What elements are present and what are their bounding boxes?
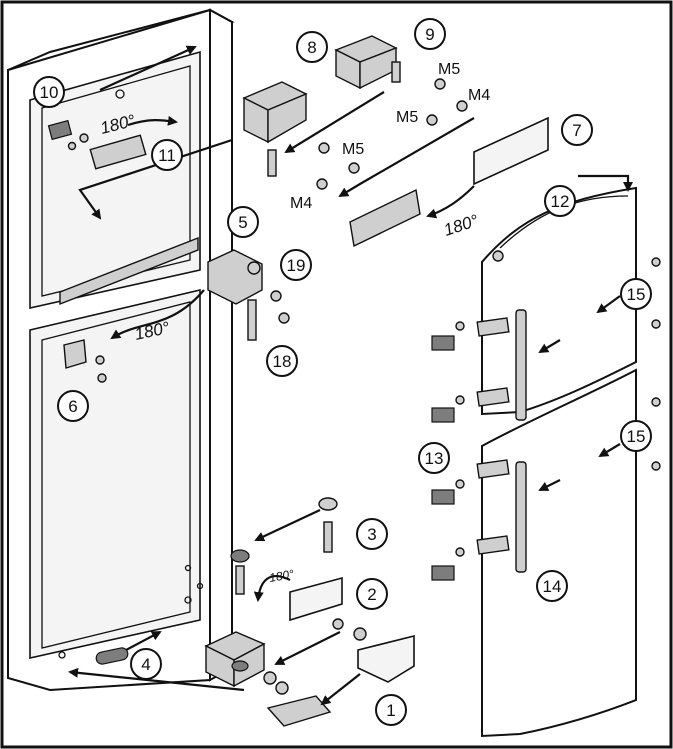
- lower-door: [476, 368, 661, 738]
- switch-part-10: [47, 119, 73, 141]
- callout-6: 6: [57, 390, 89, 422]
- trim-part-7: [349, 116, 549, 248]
- callout-8: 8: [296, 31, 328, 63]
- top-hinge-group: [242, 35, 475, 198]
- callout-12: 12: [544, 185, 576, 217]
- callout-number: 12: [551, 192, 570, 211]
- callout-number: 15: [627, 285, 646, 304]
- callout-18: 18: [266, 345, 298, 377]
- screw-label-m5: M5: [438, 61, 460, 78]
- cabinet-arrows: [68, 45, 245, 692]
- callout-number: 1: [386, 701, 395, 720]
- callout-number: 15: [627, 427, 646, 446]
- callout-number: 11: [158, 146, 176, 165]
- rotation-label: 180°: [268, 567, 295, 585]
- callout-number: 13: [425, 449, 444, 468]
- callout-13: 13: [418, 442, 450, 474]
- callout-number: 9: [425, 25, 434, 44]
- removed-pieces-13: [431, 321, 465, 581]
- callout-9: 9: [414, 18, 446, 50]
- callout-3: 3: [356, 518, 388, 550]
- callout-14: 14: [536, 570, 568, 602]
- callout-number: 2: [367, 585, 376, 604]
- callout-number: 10: [40, 83, 59, 102]
- callout-11: 11: [151, 139, 183, 171]
- callout-10: 10: [33, 76, 65, 108]
- screw-label-m4: M4: [290, 195, 312, 212]
- callout-4: 4: [130, 648, 162, 680]
- callout-number: 14: [543, 577, 562, 596]
- screw-label-m4: M4: [468, 87, 490, 104]
- callout-number: 6: [68, 397, 77, 416]
- callout-number: 4: [141, 655, 150, 674]
- callout-1: 1: [375, 694, 407, 726]
- callout-7: 7: [561, 114, 593, 146]
- bottom-hinge-group: [95, 497, 415, 727]
- screw-label-m5: M5: [342, 141, 364, 158]
- screw-label-m5: M5: [396, 109, 418, 126]
- rotation-label: 180°: [441, 211, 481, 240]
- callout-number: 18: [273, 352, 292, 371]
- callout-15-upper: 15: [620, 278, 652, 310]
- door-arrows: [538, 174, 633, 491]
- callout-19: 19: [280, 249, 312, 281]
- callout-number: 8: [307, 38, 316, 57]
- bracket-part-6: [63, 339, 87, 369]
- callout-5: 5: [227, 206, 259, 238]
- cover-part-11: [89, 134, 147, 170]
- callout-15-lower: 15: [620, 420, 652, 452]
- middle-hinge-group: [207, 249, 290, 341]
- callout-number: 7: [572, 121, 581, 140]
- callout-number: 3: [367, 525, 376, 544]
- callout-number: 19: [287, 256, 306, 275]
- callout-2: 2: [356, 578, 388, 610]
- fridge-cabinet: [7, 8, 235, 692]
- callout-number: 5: [238, 213, 247, 232]
- upper-door: [476, 186, 661, 421]
